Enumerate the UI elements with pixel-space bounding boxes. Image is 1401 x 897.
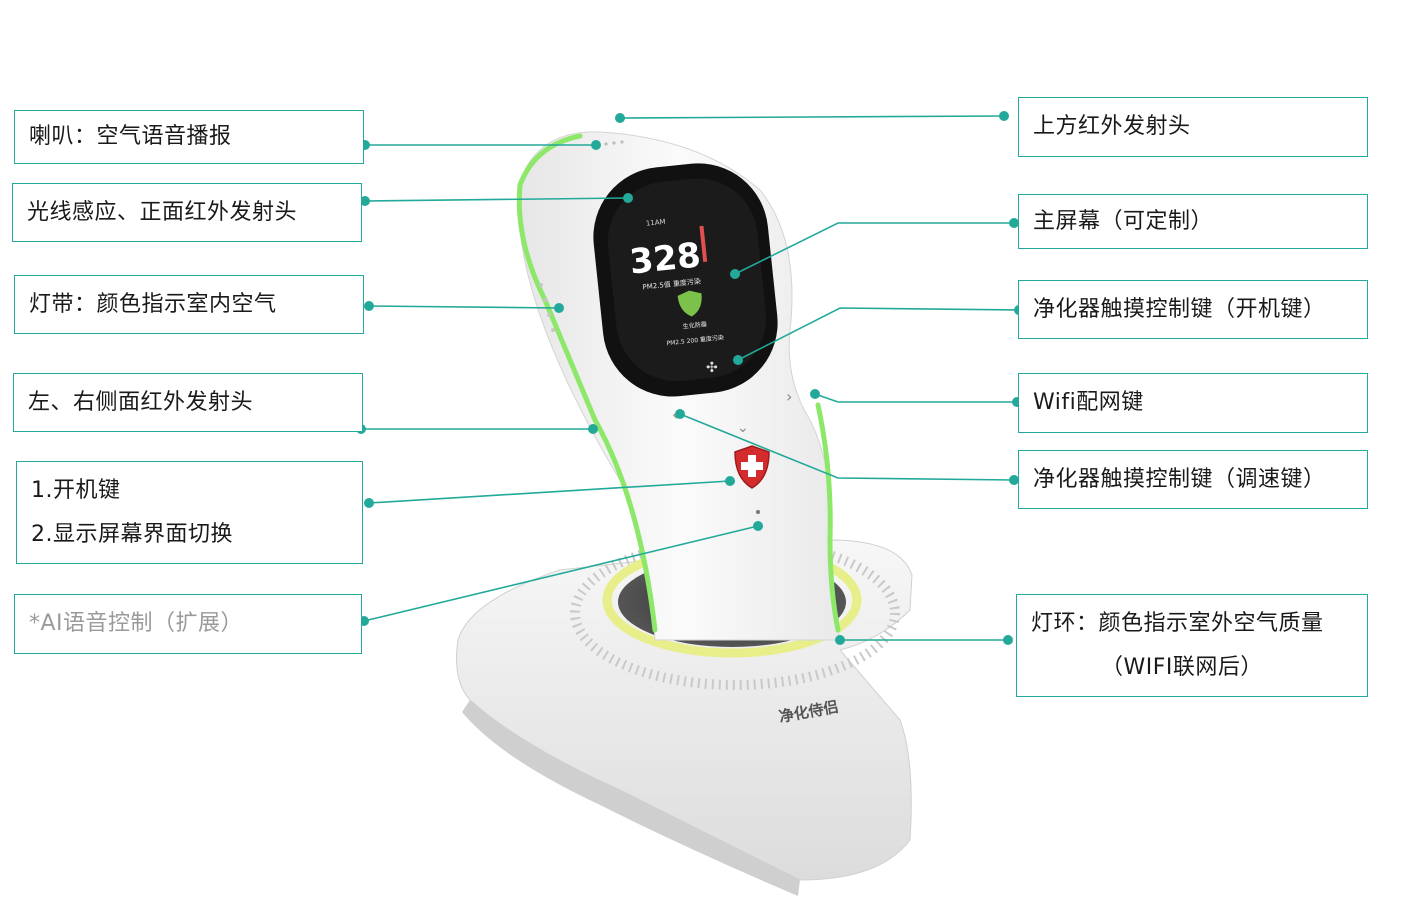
fan-icon: ✣ [706, 360, 718, 376]
microphone-hole [756, 510, 760, 514]
chevron-left-icon[interactable]: ‹ [672, 405, 678, 424]
handheld-unit: 11AM 328 PM2.5值 重度污染 生化防霾 PM2.5 200 重度污染… [516, 131, 841, 641]
label-touch-speed: 净化器触摸控制键（调速键） [1018, 450, 1368, 509]
shield-screen-icon [677, 290, 702, 317]
label-power-key: 1.开机键 2.显示屏幕界面切换 [16, 461, 363, 564]
label-touch-power: 净化器触摸控制键（开机键） [1018, 280, 1368, 339]
label-light-ring: 灯环：颜色指示室外空气质量 （WIFI联网后） [1016, 594, 1368, 697]
svg-text:生化防霾: 生化防霾 [682, 320, 707, 330]
light-sensor [625, 197, 631, 203]
label-top-ir: 上方红外发射头 [1018, 97, 1368, 157]
label-light-strip: 灯带：颜色指示室内空气 [14, 275, 364, 334]
main-screen: 11AM 328 PM2.5值 重度污染 生化防霾 PM2.5 200 重度污染… [593, 163, 778, 397]
label-side-ir: 左、右侧面红外发射头 [13, 373, 363, 432]
chevron-down-icon[interactable]: ⌄ [737, 420, 749, 436]
chevron-right-icon[interactable]: › [786, 387, 792, 406]
label-speaker: 喇叭：空气语音播报 [14, 110, 364, 164]
label-main-screen: 主屏幕（可定制） [1018, 194, 1368, 249]
label-light-sensor: 光线感应、正面红外发射头 [12, 183, 362, 242]
svg-text:11AM: 11AM [645, 218, 665, 228]
speaker-grille [570, 536, 900, 690]
label-wifi: Wifi配网键 [1018, 373, 1368, 433]
label-ai-voice: *AI语音控制（扩展） [14, 594, 362, 654]
pm25-value: 328 [628, 235, 703, 282]
